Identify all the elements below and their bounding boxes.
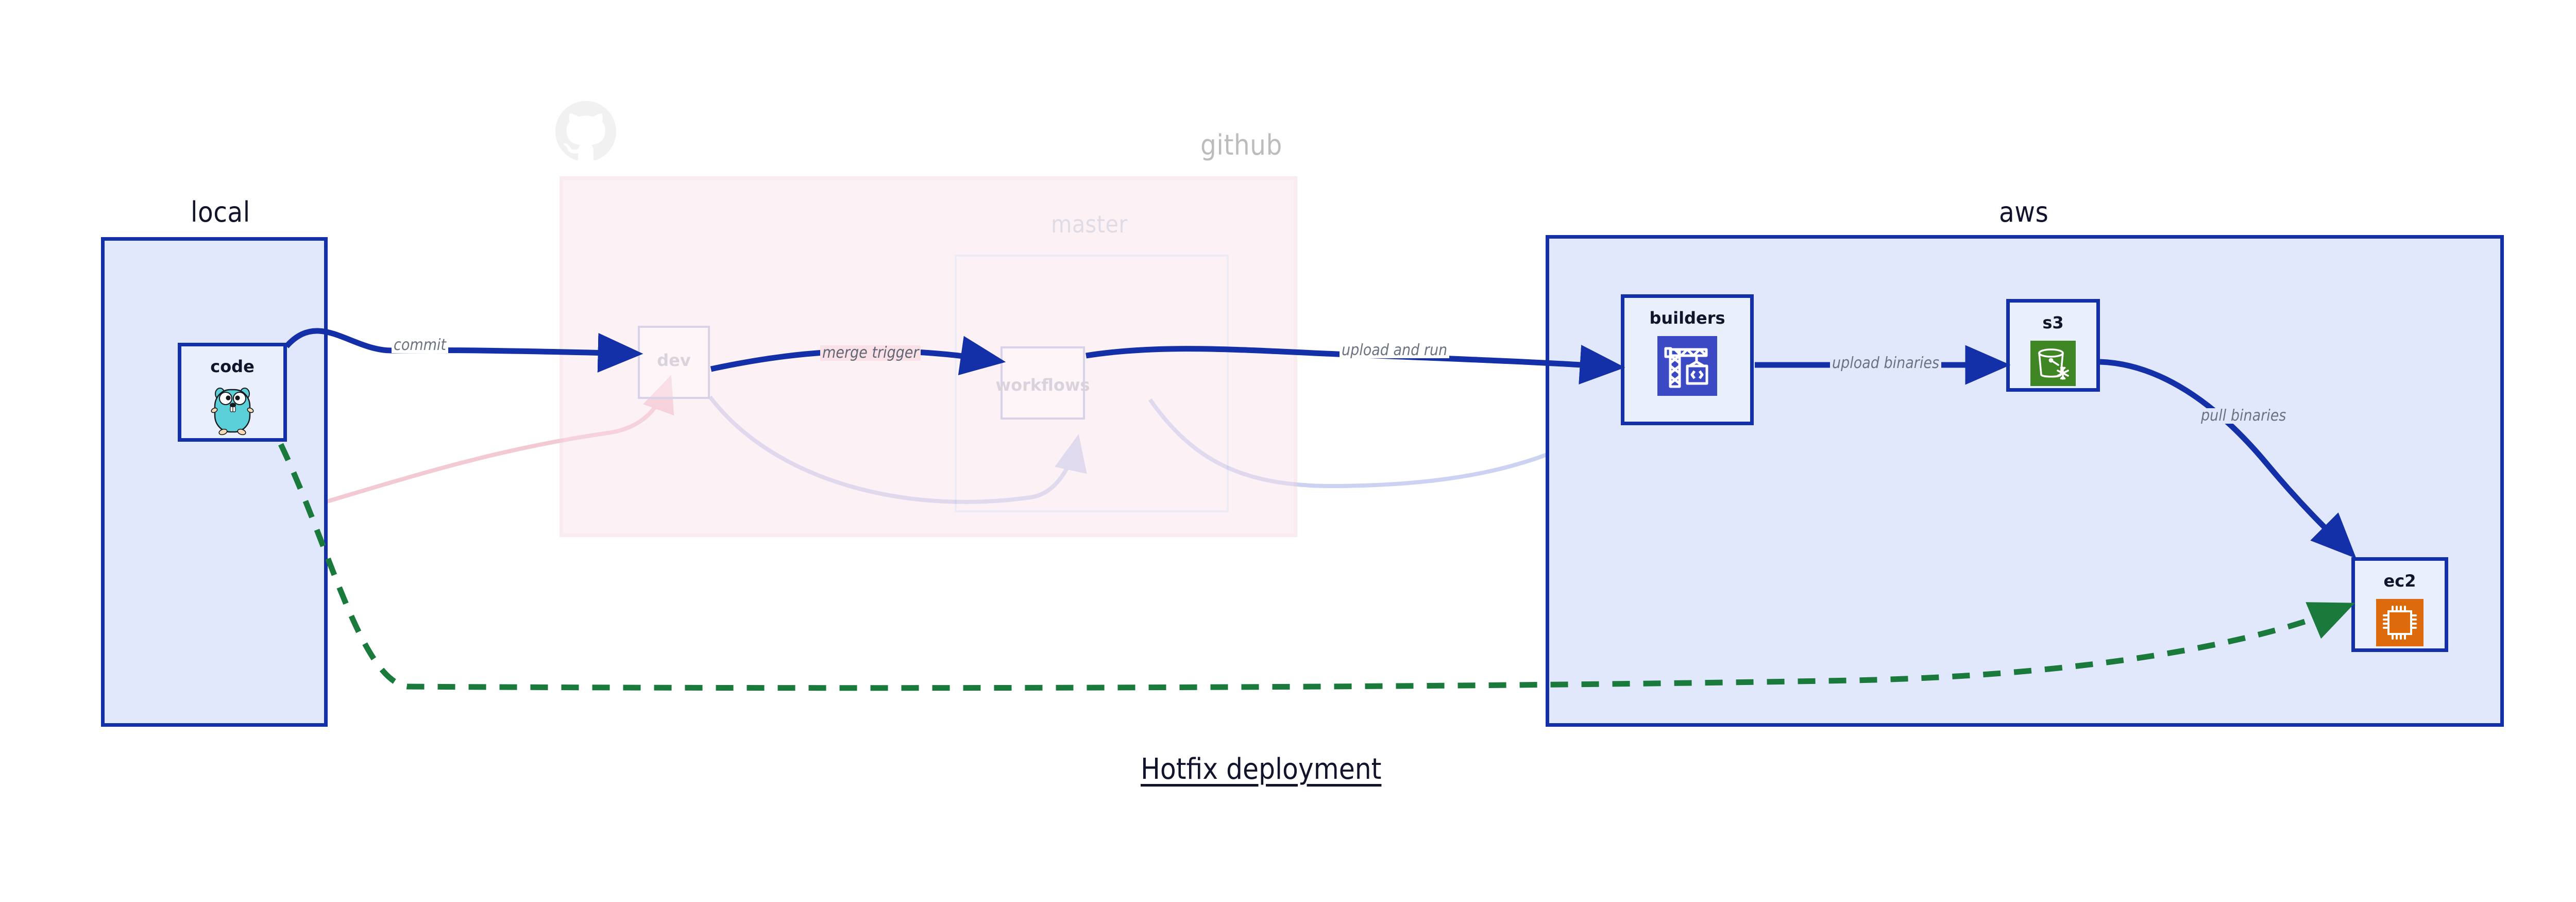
node-code-label: code — [210, 357, 255, 376]
edge-label-upload-binaries: upload binaries — [1830, 356, 1942, 371]
node-builders[interactable]: builders — [1621, 294, 1754, 425]
edge-label-commit: commit — [392, 338, 449, 353]
edge-label-merge-trigger: merge trigger — [820, 345, 921, 361]
github-octocat-icon — [555, 101, 616, 161]
aws-s3-bucket-icon — [2030, 341, 2076, 388]
node-s3[interactable]: s3 — [2006, 299, 2100, 392]
aws-crane-code-icon — [1657, 336, 1717, 398]
node-ec2-label: ec2 — [2383, 571, 2416, 591]
edge-label-pull-binaries: pull binaries — [2199, 408, 2289, 424]
edge-label-upload-and-run: upload and run — [1340, 343, 1450, 358]
node-builders-label: builders — [1649, 308, 1725, 328]
node-workflows-label: workflows — [995, 375, 1090, 395]
node-s3-label: s3 — [2042, 313, 2064, 332]
aws-ec2-chip-icon — [2376, 599, 2424, 648]
group-title-github: github — [1200, 129, 1282, 161]
go-gopher-icon — [209, 385, 256, 438]
subgroup-title-master: master — [1051, 210, 1128, 238]
group-title-local: local — [191, 196, 250, 228]
node-ec2[interactable]: ec2 — [2351, 557, 2448, 652]
node-code[interactable]: code — [178, 343, 287, 442]
node-dev-label: dev — [657, 350, 691, 370]
node-workflows[interactable]: workflows — [996, 346, 1090, 420]
group-local — [101, 237, 328, 727]
node-dev[interactable]: dev — [638, 326, 710, 399]
group-title-aws: aws — [1999, 196, 2049, 228]
diagram-caption: Hotfix deployment — [1141, 753, 1382, 786]
